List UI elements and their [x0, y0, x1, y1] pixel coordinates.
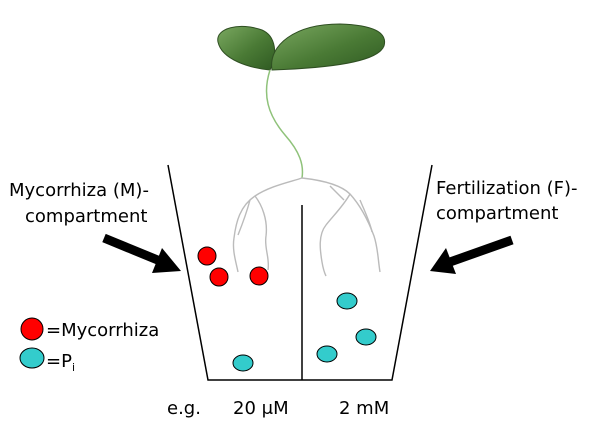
legend: =Mycorrhiza =Pi: [19, 317, 159, 374]
stem: [265, 69, 304, 179]
mycorrhiza-compartment-label-line2: compartment: [25, 206, 147, 227]
pot-outline: [167, 164, 433, 381]
mycorrhiza-compartment-label-line1: Mycorrhiza (M)-: [9, 180, 149, 201]
legend-phosphate-swatch: [19, 347, 45, 369]
pot: [167, 164, 433, 381]
right-arrow: [430, 235, 514, 274]
roots: [232, 177, 381, 277]
legend-phosphate-label: =Pi: [46, 351, 75, 374]
legend-phosphate-subscript: i: [72, 361, 75, 374]
phosphate-dot: [232, 354, 254, 372]
right-concentration-label: 2 mM: [339, 398, 389, 419]
phosphate-dots: [232, 292, 377, 372]
phosphate-dot: [355, 328, 377, 346]
mycorrhiza-dot: [209, 267, 229, 287]
left-cotyledon: [217, 26, 276, 71]
mycorrhiza-dots: [197, 246, 269, 287]
legend-mycorrhiza-swatch: [20, 317, 44, 341]
left-arrow: [102, 233, 181, 273]
bottom-eg-label: e.g.: [167, 398, 201, 419]
fertilization-compartment-label-line2: compartment: [436, 203, 558, 224]
left-concentration-label: 20 μM: [233, 398, 289, 419]
phosphate-dot: [316, 345, 338, 363]
fertilization-compartment-label-line1: Fertilization (F)-: [436, 178, 577, 199]
legend-mycorrhiza-label: =Mycorrhiza: [46, 320, 159, 341]
right-cotyledon: [271, 23, 386, 71]
seedling: [217, 23, 386, 179]
legend-phosphate-prefix: =P: [46, 351, 72, 372]
mycorrhiza-dot: [249, 266, 269, 286]
mycorrhiza-dot: [197, 246, 217, 266]
phosphate-dot: [336, 292, 358, 310]
